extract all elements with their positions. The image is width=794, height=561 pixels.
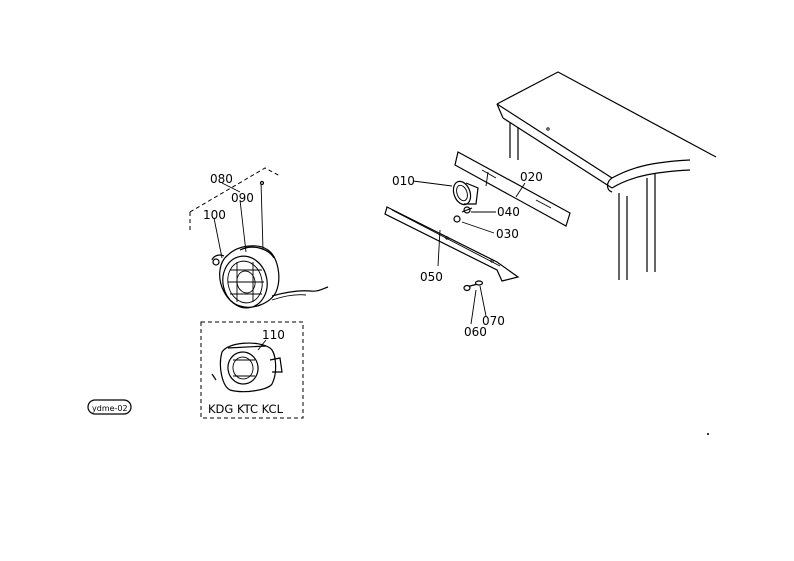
part-labels: 010 020 040 030 050 070 060 080 090 100 … bbox=[92, 170, 543, 416]
fasteners-030-040 bbox=[453, 206, 473, 223]
label-040: 040 bbox=[497, 205, 520, 219]
headlamp-assembly bbox=[189, 167, 329, 309]
bracket-050 bbox=[384, 206, 520, 282]
leader-lines-right bbox=[412, 180, 526, 325]
label-100: 100 bbox=[203, 208, 226, 222]
variant-box-110 bbox=[200, 321, 304, 419]
label-020: 020 bbox=[520, 170, 543, 184]
label-060: 060 bbox=[464, 325, 487, 339]
variant-caption: KDG KTC KCL bbox=[208, 402, 284, 416]
fasteners-060-070 bbox=[463, 280, 484, 292]
stamp-badge bbox=[87, 399, 132, 415]
label-030: 030 bbox=[496, 227, 519, 241]
label-110: 110 bbox=[262, 328, 285, 342]
stamp-text: ydme-02 bbox=[92, 404, 128, 413]
label-080: 080 bbox=[210, 172, 233, 186]
fender-structure bbox=[496, 71, 717, 280]
label-050: 050 bbox=[420, 270, 443, 284]
work-lamp-010 bbox=[452, 180, 479, 206]
label-090: 090 bbox=[231, 191, 254, 205]
bracket-020 bbox=[454, 151, 571, 227]
label-010: 010 bbox=[392, 174, 415, 188]
label-070: 070 bbox=[482, 314, 505, 328]
